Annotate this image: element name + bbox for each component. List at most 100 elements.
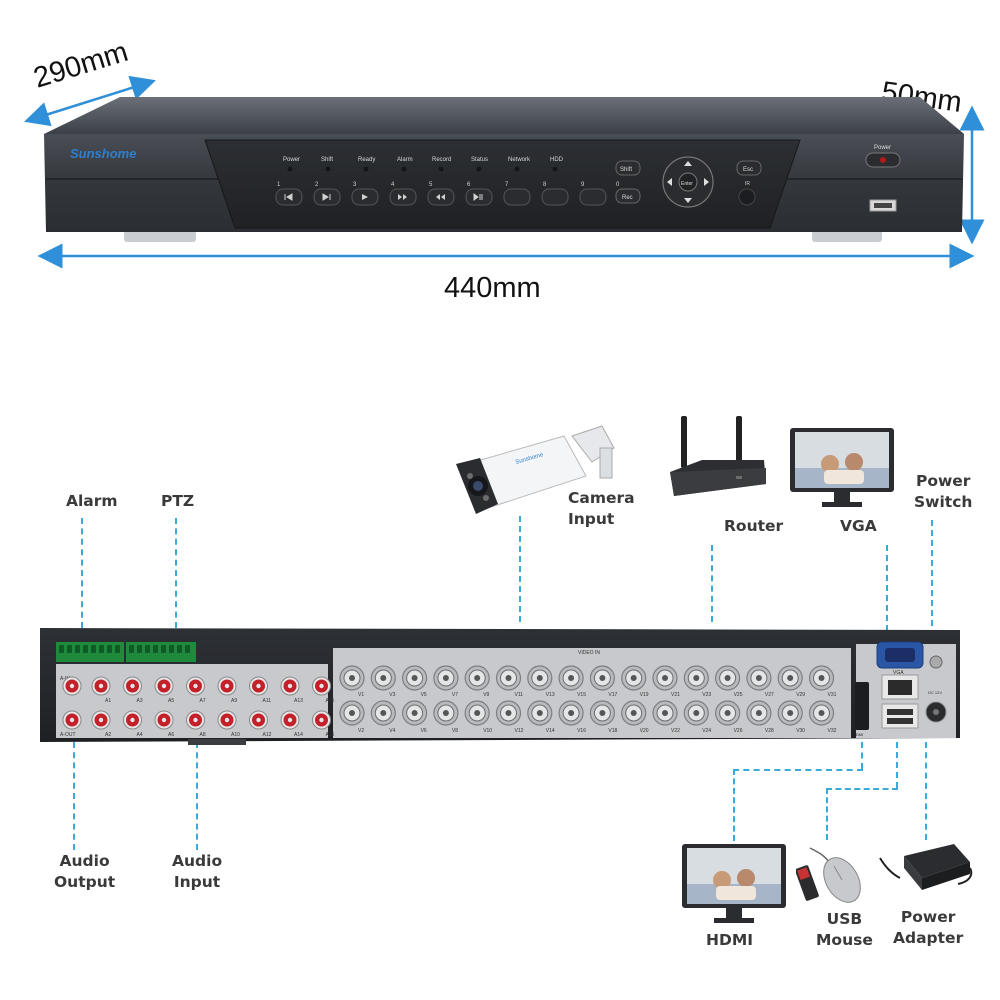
bnc-video-connector: V11	[495, 665, 523, 698]
svg-text:Enter: Enter	[681, 181, 693, 187]
video-channel-label: V30	[796, 728, 805, 734]
indicator-label: Alarm	[397, 157, 413, 163]
bnc-video-connector: V30	[777, 700, 805, 734]
bnc-video-connector: V13	[527, 665, 555, 698]
rca-audio-connector: A16	[312, 710, 335, 738]
bnc-video-connector: V4	[370, 700, 396, 734]
rca-audio-connector: A11	[249, 676, 272, 704]
camera-image: Sunshome	[456, 425, 615, 514]
video-channel-label: V18	[608, 728, 617, 734]
hdmi-port	[855, 682, 869, 730]
video-channel-label: V3	[389, 692, 395, 698]
alarm-callout-line	[81, 518, 83, 628]
video-channel-label: V32	[828, 728, 837, 734]
rca-audio-connector: A6	[154, 710, 174, 738]
audio-channel-label: A6	[168, 732, 174, 738]
indicator-label: Network	[508, 157, 531, 163]
usb-callout-line-c	[826, 788, 828, 840]
power-adapter-image	[879, 844, 973, 890]
audio-input-callout-line	[196, 742, 198, 850]
bnc-video-connector: V2	[339, 700, 365, 734]
audio-channel-label: A12	[263, 732, 272, 738]
audio-channel-label: A14	[294, 732, 303, 738]
bnc-video-connector: V32	[808, 700, 837, 734]
video-channel-label: V17	[608, 692, 617, 698]
indicator-label: Power	[283, 157, 300, 163]
brand-logo: Sunshome	[70, 146, 136, 161]
audio-channel-label: A11	[263, 698, 272, 704]
ptz-label: PTZ	[161, 492, 195, 510]
svg-text:2: 2	[315, 182, 319, 188]
audio-channel-label: A15	[326, 698, 335, 704]
bnc-video-connector: V28	[746, 700, 774, 734]
video-channel-label: V1	[358, 692, 364, 698]
indicator-label: Shift	[321, 157, 333, 163]
indicator-label: HDD	[550, 157, 564, 163]
bnc-video-connector: V12	[495, 700, 524, 734]
audio-channel-label: A7	[200, 698, 206, 704]
depth-arrow	[24, 75, 156, 127]
audio-channel-label: A16	[326, 732, 335, 738]
rca-audio-connector: A10	[217, 710, 240, 738]
camera-input-label: Camera Input	[568, 489, 635, 528]
rca-audio-connector: A3	[123, 676, 143, 704]
indicator-label: Ready	[358, 157, 375, 163]
vga-callout-line	[886, 545, 888, 631]
bnc-video-connector: V10	[464, 700, 492, 734]
bnc-video-connector: V15	[558, 665, 586, 698]
front-control-panel	[204, 139, 801, 229]
audio-channel-label: A5	[168, 698, 174, 704]
router-callout-line	[711, 545, 713, 622]
bnc-video-connector: V6	[402, 700, 428, 734]
router-label: Router	[724, 517, 784, 535]
bnc-video-connector: V31	[808, 665, 837, 698]
rca-audio-connector: A15	[312, 676, 335, 704]
audio-channel-label: A3	[137, 698, 143, 704]
hdmi-label: HDMI	[706, 931, 754, 949]
power-switch-label: Power Switch	[914, 472, 973, 511]
hdmi-monitor-image	[682, 844, 786, 923]
audio-channel-label: A13	[294, 698, 303, 704]
power-adapter-callout-line	[925, 742, 927, 840]
bnc-video-connector: V27	[746, 665, 774, 698]
bnc-video-connector: V9	[464, 665, 490, 698]
video-channel-label: V14	[546, 728, 555, 734]
esc-button	[736, 160, 762, 176]
vga-label: VGA	[840, 517, 877, 535]
svg-text:HDMI: HDMI	[853, 732, 863, 737]
usb-mouse-image	[796, 847, 861, 903]
svg-text:A-OUT: A-OUT	[60, 732, 76, 738]
audio-channel-label: A1	[105, 698, 111, 704]
ptz-callout-line	[175, 518, 177, 628]
video-channel-label: V5	[421, 692, 427, 698]
video-channel-label: V24	[702, 728, 711, 734]
bnc-video-connector: V20	[621, 700, 649, 734]
rca-audio-connector: A5	[154, 676, 174, 704]
bnc-video-connector: V1	[339, 665, 365, 698]
video-channel-label: V13	[546, 692, 555, 698]
svg-text:8: 8	[543, 182, 547, 188]
svg-text:1: 1	[277, 182, 281, 188]
indicator-leds	[287, 166, 558, 172]
svg-text:VIDEO IN: VIDEO IN	[578, 650, 600, 656]
video-channel-label: V27	[765, 692, 774, 698]
bnc-video-connector: V24	[683, 700, 711, 734]
rca-audio-connector: A9	[217, 676, 237, 704]
usb-callout-line-a	[896, 742, 898, 788]
rca-audio-connector: A2	[91, 710, 111, 738]
svg-text:0: 0	[616, 182, 620, 188]
audio-input-label: Audio Input	[172, 852, 223, 891]
video-channel-label: V19	[640, 692, 649, 698]
svg-text:5: 5	[429, 182, 433, 188]
video-channel-label: V23	[702, 692, 711, 698]
bnc-video-connector: V21	[652, 665, 680, 698]
shift-button	[615, 160, 641, 176]
svg-text:IR: IR	[745, 181, 750, 187]
bnc-video-connector: V7	[433, 665, 459, 698]
video-channel-label: V9	[483, 692, 489, 698]
video-channel-label: V25	[734, 692, 743, 698]
rca-audio-connector: A14	[280, 710, 303, 738]
usb-callout-line-b	[826, 788, 898, 790]
audio-channel-label: A10	[231, 732, 240, 738]
